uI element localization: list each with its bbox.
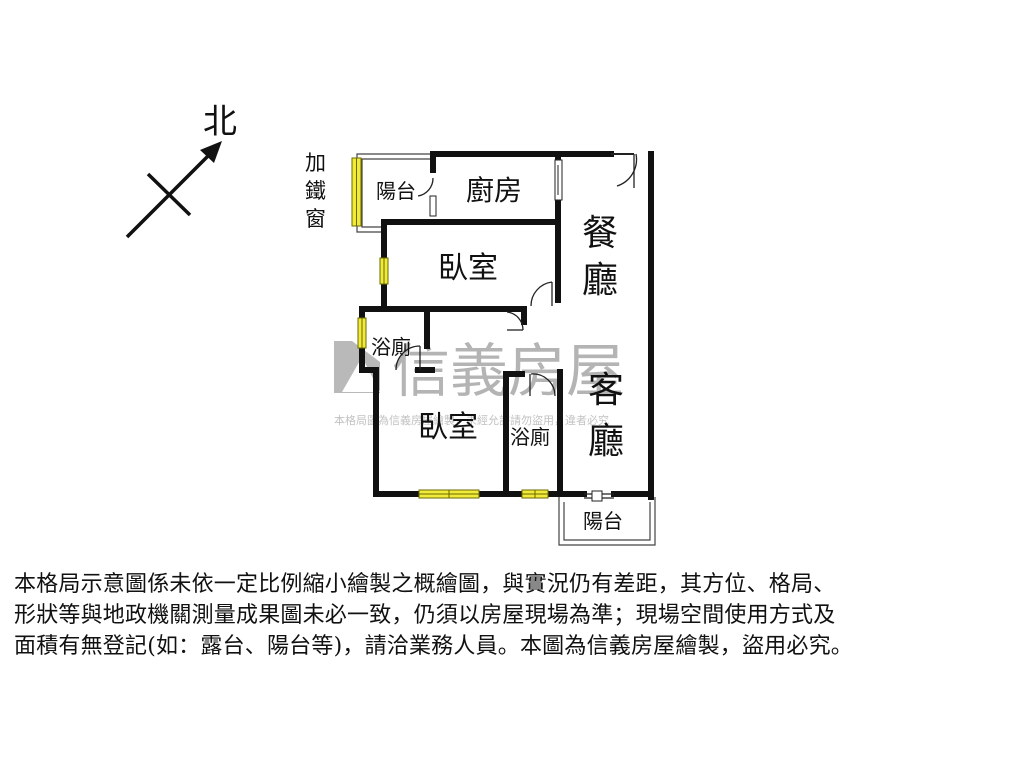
bedroom2-label: 臥室 [418,410,478,445]
kitchen-label: 廚房 [466,174,522,207]
window-bath1 [357,317,367,349]
bedroom1-door-icon [530,281,553,307]
dining-label-2: 廳 [582,260,618,301]
balcony-south-label: 陽台 [583,509,623,533]
bath1-door-icon [395,345,421,371]
floor-plan: 北 信義房屋 本格局圖為信義房屋繪製，未經允許請勿盜用，違者必究 [125,102,656,546]
bedroom1-label: 臥室 [438,251,498,286]
compass-arrow-line [125,150,214,239]
corridor-door-icon [506,311,524,331]
bath1-label: 浴廁 [371,335,411,359]
entry-door-icon [611,153,638,188]
disclaimer-line-1: 本格局示意圖係未依一定比例縮小繪製之概繪圖，與實況仍有差距，其方位、格局、 [14,572,836,597]
living-balcony-door-icon [584,490,614,502]
balcony-north-label: 陽台 [376,179,416,203]
kitchen-sliding-door-icon [554,159,563,201]
disclaimer-line-3: 面積有無登記(如：露台、陽台等)，請洽業務人員。本圖為信義房屋繪製，盜用必究。 [14,634,853,659]
window-bedroom2 [418,489,480,499]
window-bath2 [521,489,549,499]
compass: 北 [125,102,237,239]
living-label-1: 客 [588,370,624,411]
window-iron-balcony [351,157,362,227]
windows [351,157,549,499]
north-arrow-icon [200,141,222,163]
living-label-2: 廳 [588,421,624,462]
bath2-label: 浴廁 [510,425,550,449]
disclaimer: 本格局示意圖係未依一定比例縮小繪製之概繪圖，與實況仍有差距，其方位、格局、 形狀… [14,569,1014,662]
iron-window-label-2: 鐵 [305,179,326,203]
balcony-door-icon [417,177,437,217]
iron-window-label-1: 加 [305,151,326,175]
iron-window-label-3: 窗 [305,207,326,231]
dining-label-1: 餐 [582,213,618,254]
doors [395,153,638,502]
watermark-note: 本格局圖為信義房屋繪製，未經允許請勿盜用，違者必究 [334,413,609,427]
north-label: 北 [203,102,237,142]
room-labels: 加 鐵 窗 陽台 廚房 餐 廳 臥室 浴廁 臥室 浴廁 客 廳 陽台 [305,151,624,533]
window-bedroom1 [379,257,389,285]
bath2-door-icon [529,373,556,397]
disclaimer-line-2: 形狀等與地政機關測量成果圖未必一致，仍須以房屋現場為準；現場空間使用方式及 [14,603,836,628]
